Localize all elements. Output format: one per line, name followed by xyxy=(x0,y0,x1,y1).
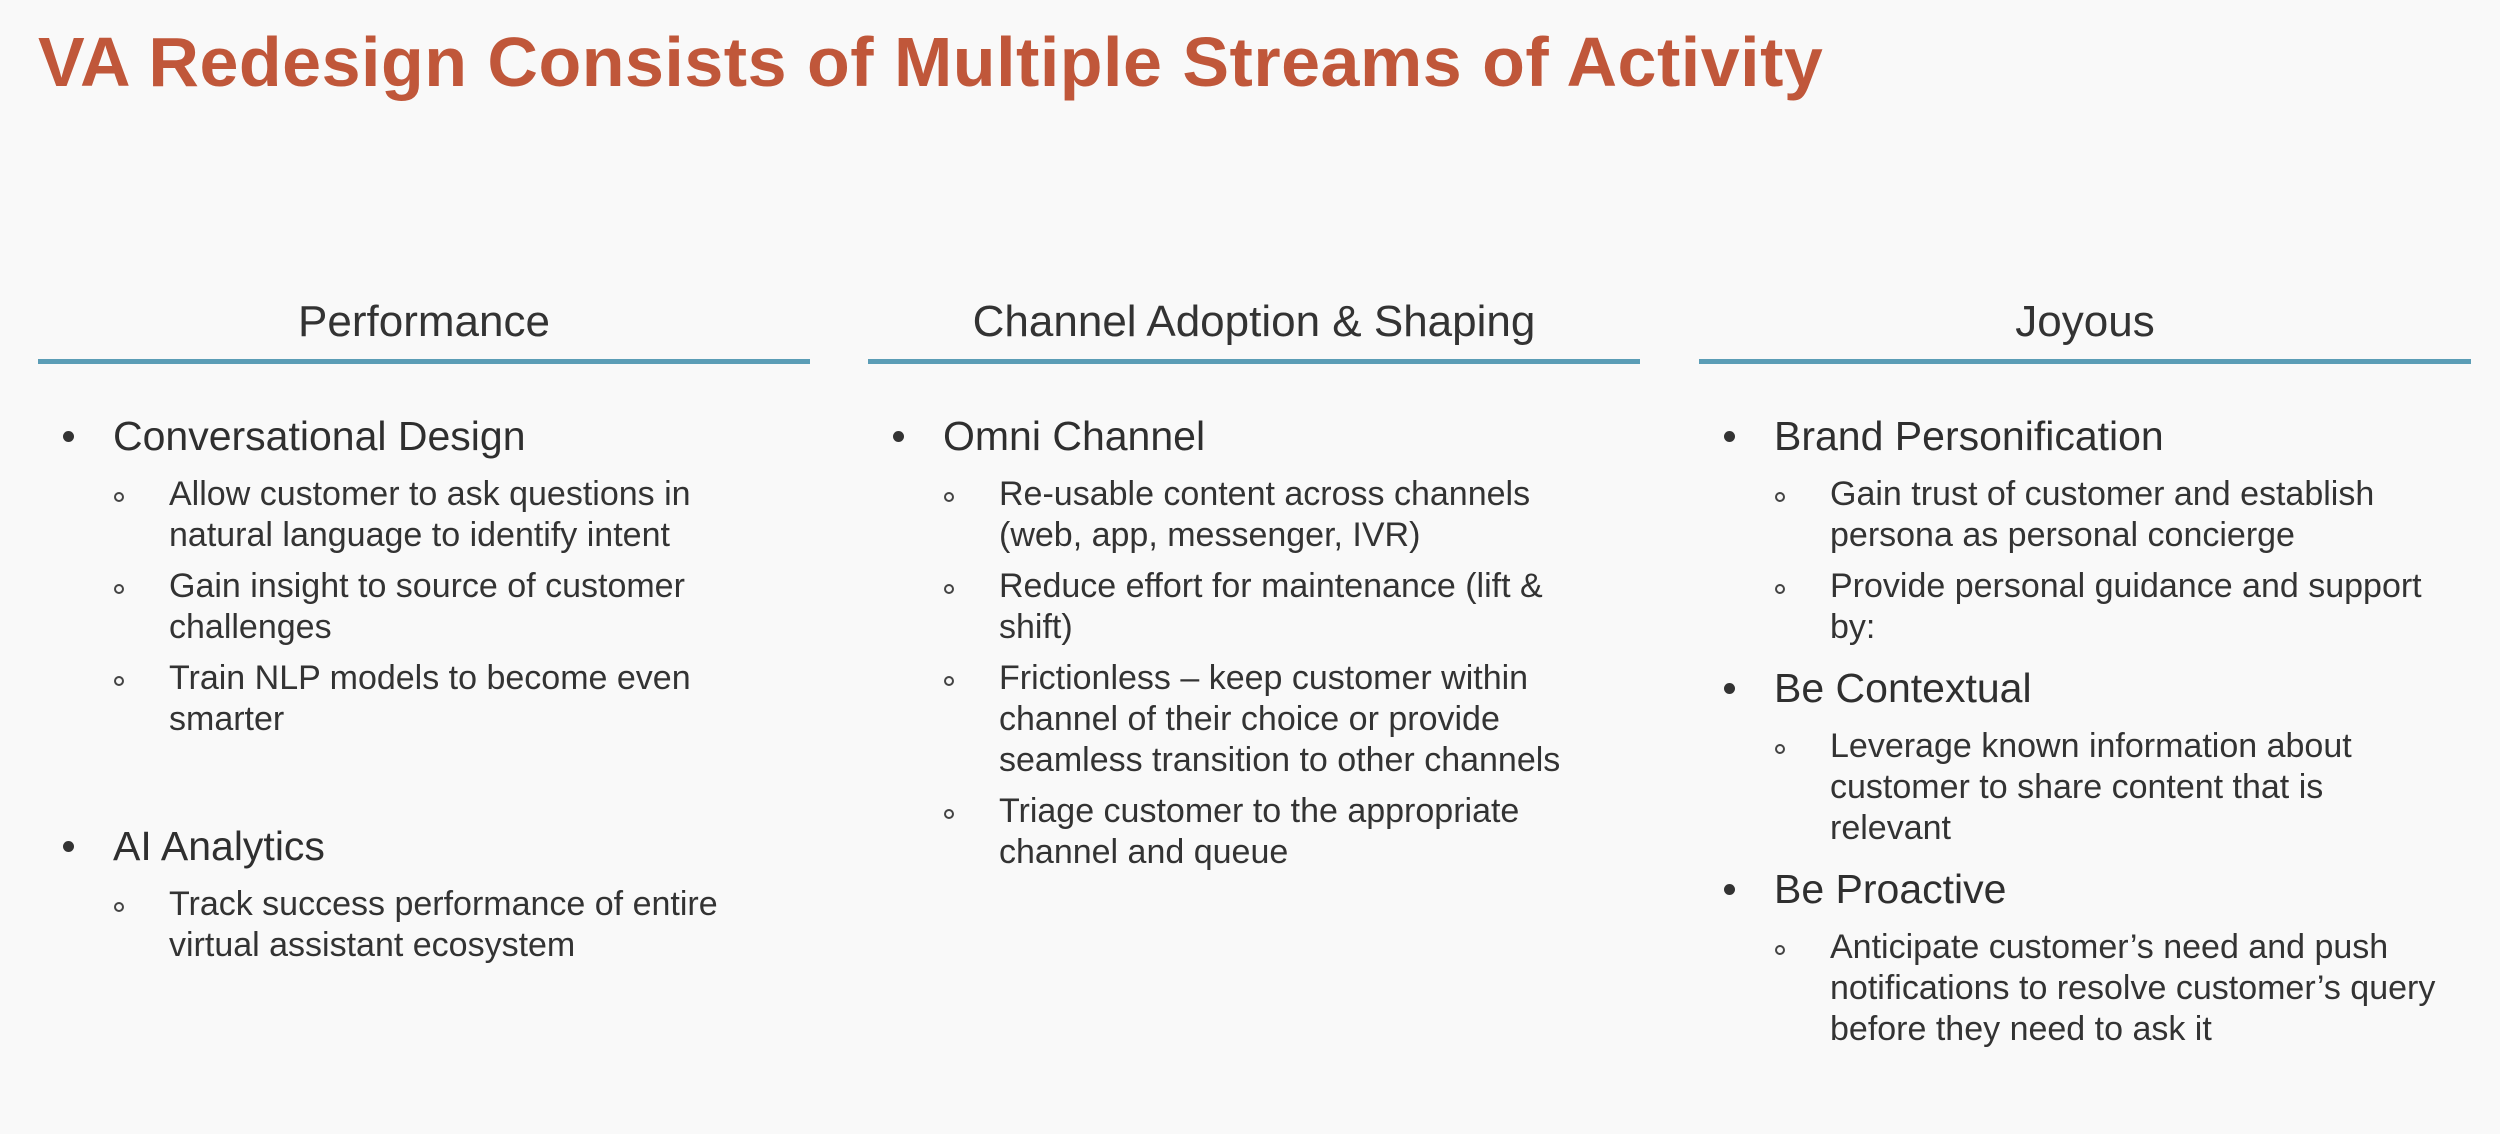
circle-bullet-icon xyxy=(1775,584,1785,594)
sub-list: Anticipate customer’s need and push noti… xyxy=(1774,927,2471,1050)
list-item: Re-usable content across channels (web, … xyxy=(944,474,1640,556)
column-divider xyxy=(868,359,1640,364)
circle-bullet-icon xyxy=(114,676,124,686)
sub-list: Track success performance of entire virt… xyxy=(113,884,810,966)
circle-bullet-icon xyxy=(1775,492,1785,502)
bullet-icon xyxy=(1724,683,1735,694)
bullet-icon xyxy=(63,841,74,852)
list-item: Allow customer to ask questions in natur… xyxy=(114,474,810,556)
section-be-proactive: Be Proactive Anticipate customer’s need … xyxy=(1699,859,2471,1050)
list-item: Leverage known information about custome… xyxy=(1775,726,2471,849)
bullet-icon xyxy=(1724,431,1735,442)
column-header: Channel Adoption & Shaping xyxy=(972,297,1536,346)
section-brand-personification: Brand Personification Gain trust of cust… xyxy=(1699,406,2471,648)
circle-bullet-icon xyxy=(114,902,124,912)
column-divider xyxy=(1699,359,2471,364)
circle-bullet-icon xyxy=(944,676,954,686)
circle-bullet-icon xyxy=(944,584,954,594)
section-label: AI Analytics xyxy=(113,823,325,869)
column-performance: Performance Conversational Design Allow … xyxy=(38,285,810,976)
circle-bullet-icon xyxy=(944,492,954,502)
section-label: Be Proactive xyxy=(1774,866,2007,912)
section-label: Brand Personification xyxy=(1774,413,2164,459)
list-item: Provide personal guidance and support by… xyxy=(1775,566,2471,648)
column-joyous: Joyous Brand Personification Gain trust … xyxy=(1699,285,2471,1060)
list-item: Gain trust of customer and establish per… xyxy=(1775,474,2471,556)
sub-list: Re-usable content across channels (web, … xyxy=(943,474,1640,873)
section-ai-analytics: AI Analytics Track success performance o… xyxy=(38,816,810,966)
column-divider xyxy=(38,359,810,364)
section-label: Conversational Design xyxy=(113,413,526,459)
section-label: Be Contextual xyxy=(1774,665,2032,711)
slide-title: VA Redesign Consists of Multiple Streams… xyxy=(38,23,1824,101)
bullet-icon xyxy=(63,431,74,442)
column-header: Joyous xyxy=(2015,297,2155,346)
bullet-icon xyxy=(893,431,904,442)
sub-list: Gain trust of customer and establish per… xyxy=(1774,474,2471,648)
circle-bullet-icon xyxy=(944,809,954,819)
section-omni-channel: Omni Channel Re-usable content across ch… xyxy=(868,406,1640,873)
sub-list: Allow customer to ask questions in natur… xyxy=(113,474,810,740)
list-item: Train NLP models to become even smarter xyxy=(114,658,810,740)
circle-bullet-icon xyxy=(1775,945,1785,955)
list-item: Track success performance of entire virt… xyxy=(114,884,810,966)
circle-bullet-icon xyxy=(114,584,124,594)
section-be-contextual: Be Contextual Leverage known information… xyxy=(1699,658,2471,849)
column-channel-adoption: Channel Adoption & Shaping Omni Channel … xyxy=(868,285,1640,883)
circle-bullet-icon xyxy=(114,492,124,502)
section-conversational-design: Conversational Design Allow customer to … xyxy=(38,406,810,740)
circle-bullet-icon xyxy=(1775,744,1785,754)
bullet-icon xyxy=(1724,884,1735,895)
column-header: Performance xyxy=(298,297,550,346)
list-item: Reduce effort for maintenance (lift & sh… xyxy=(944,566,1640,648)
section-label: Omni Channel xyxy=(943,413,1206,459)
list-item: Anticipate customer’s need and push noti… xyxy=(1775,927,2471,1050)
list-item: Gain insight to source of customer chall… xyxy=(114,566,810,648)
list-item: Frictionless – keep customer within chan… xyxy=(944,658,1640,781)
sub-list: Leverage known information about custome… xyxy=(1774,726,2471,849)
list-item: Triage customer to the appropriate chann… xyxy=(944,791,1640,873)
